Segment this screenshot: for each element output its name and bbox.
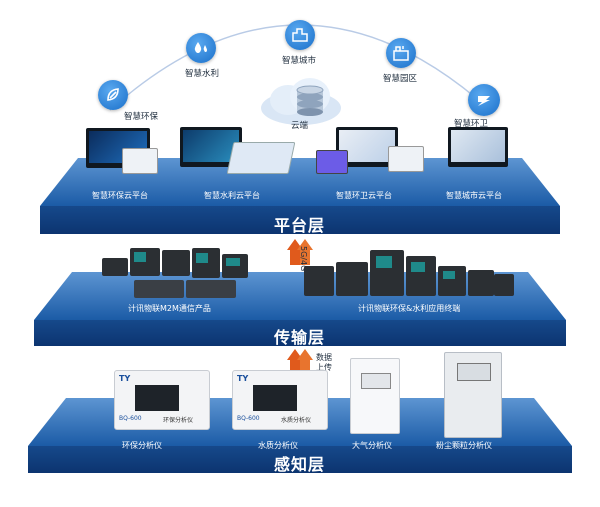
park-icon	[386, 38, 416, 68]
terminal-device	[336, 262, 368, 296]
sanitation-icon	[468, 84, 500, 116]
top-icon-label: 智慧环保	[124, 112, 159, 122]
transport-item-label: 计讯物联M2M通信产品	[128, 304, 211, 313]
platform-item-label: 智慧环卫云平台	[336, 191, 392, 200]
tablet-screen	[316, 150, 348, 174]
platform-item-label: 智慧环保云平台	[92, 191, 148, 200]
water-drop-icon	[186, 33, 216, 63]
terminal-device	[468, 270, 494, 296]
upload-arrow-icon	[287, 239, 313, 265]
leaf-icon	[98, 80, 128, 110]
m2m-device	[192, 248, 220, 278]
upload-arrow-icon	[287, 349, 313, 375]
m2m-device	[222, 254, 248, 278]
perception-item-label: 粉尘颗粒分析仪	[436, 441, 492, 450]
brand-label: TY	[237, 374, 249, 383]
air-analyzer-cabinet	[350, 358, 400, 434]
model-label: BQ-600	[237, 415, 260, 422]
data-upload-label: 上传	[316, 363, 332, 372]
top-icon-label: 智慧水利	[185, 69, 220, 79]
city-icon	[285, 20, 315, 50]
model-label: BQ-600	[119, 415, 142, 422]
platform-layer-title: 平台层	[274, 216, 326, 235]
platform-item-label: 智慧城市云平台	[446, 191, 502, 200]
m2m-device	[134, 280, 184, 298]
tablet-screen	[226, 142, 296, 174]
panel-label: 环保分析仪	[163, 417, 194, 424]
terminal-device	[304, 266, 334, 296]
perception-item-label: 大气分析仪	[352, 441, 392, 450]
m2m-device	[102, 258, 128, 276]
analyzer-cabinet: TY BQ-600 环保分析仪	[114, 370, 210, 430]
platform-item-label: 智慧水利云平台	[204, 191, 260, 200]
terminal-device	[494, 274, 514, 296]
m2m-device	[162, 250, 190, 276]
data-upload-label: 数据	[316, 353, 332, 362]
transport-item-label: 计讯物联环保&水利应用终端	[358, 304, 461, 313]
perception-layer-title: 感知层	[274, 455, 326, 474]
monitor-screen	[448, 127, 508, 167]
monitor-screen	[336, 127, 398, 167]
perception-item-label: 水质分析仪	[258, 441, 298, 450]
cloud-label: 云端	[291, 121, 309, 131]
transport-layer-title: 传输层	[274, 328, 326, 347]
m2m-device	[130, 248, 160, 276]
terminal-device	[438, 266, 466, 296]
terminal-device	[370, 250, 404, 296]
cloud-database-icon	[261, 78, 341, 125]
m2m-device	[186, 280, 236, 298]
panel-label: 水质分析仪	[281, 417, 312, 424]
top-icon-label: 智慧环卫	[454, 119, 489, 129]
terminal-device	[406, 256, 436, 296]
analyzer-cabinet: TY BQ-600 水质分析仪	[232, 370, 328, 430]
brand-label: TY	[119, 374, 131, 383]
top-icon-label: 智慧城市	[282, 56, 317, 66]
top-icon-label: 智慧园区	[383, 74, 418, 84]
dust-analyzer-cabinet	[444, 352, 502, 438]
tablet-screen	[122, 148, 158, 174]
tablet-screen	[388, 146, 424, 172]
perception-item-label: 环保分析仪	[122, 441, 162, 450]
